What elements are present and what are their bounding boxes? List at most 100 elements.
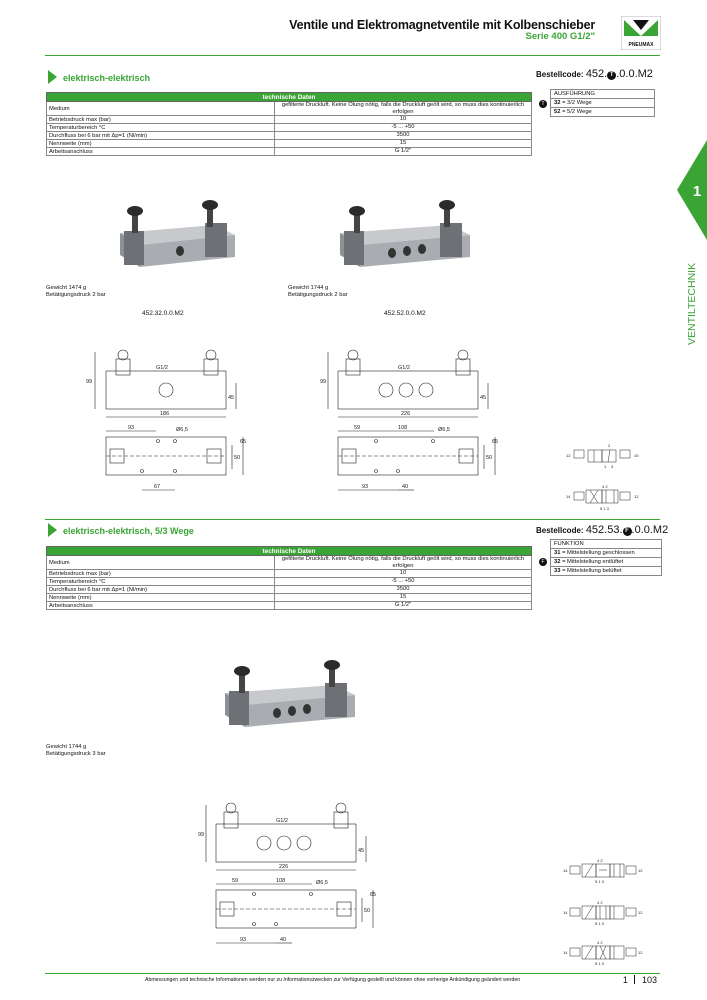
svg-text:5 1 3: 5 1 3 [595, 879, 605, 884]
svg-text:50: 50 [486, 455, 492, 461]
list-item: 32 = Mittelstellung entlüftet [550, 557, 662, 567]
chapter-tab: 1 [677, 140, 707, 240]
table-row: Temperaturbereich °C-5 ... +50 [46, 123, 532, 133]
symbol-3-2: 12 10 2 1 3 [566, 443, 639, 469]
options-title: AUSFÜHRUNG [550, 89, 655, 99]
svg-text:2: 2 [608, 443, 611, 448]
bestellcode-post: .0.0.M2 [616, 68, 653, 80]
list-item: 52 = 5/2 Wege [550, 107, 655, 117]
svg-text:4 2: 4 2 [597, 940, 603, 945]
svg-text:226: 226 [401, 411, 410, 417]
drawing-52: 99 45 G1/2 226 59 108 Ø6,5 50 65 93 40 [320, 349, 498, 491]
svg-text:65: 65 [370, 892, 376, 898]
svg-text:99: 99 [198, 832, 204, 838]
tech-table-header: technische Daten [46, 546, 532, 556]
options-title: FUNKTION [550, 539, 662, 549]
table-row: Nennweite (mm)15 [46, 593, 532, 603]
svg-text:14: 14 [566, 494, 571, 499]
section2-options: FUNKTION 31 = Mittelstellung geschlossen… [550, 539, 662, 576]
bestellcode-marker: T [607, 71, 617, 80]
header-rule [45, 55, 660, 56]
bestellcode-pre: 452. [585, 68, 608, 80]
chapter-label-text: VENTILTECHNIK [686, 263, 698, 345]
svg-text:67: 67 [154, 484, 160, 490]
svg-text:93: 93 [362, 484, 368, 490]
svg-text:93: 93 [240, 937, 246, 943]
drawing-32: 99 45 G1/2 186 93 Ø6,5 50 65 67 [86, 349, 246, 491]
page-title: Ventile und Elektromagnetventile mit Kol… [289, 18, 595, 32]
valve-image-52 [340, 200, 470, 267]
list-item: 31 = Mittelstellung geschlossen [550, 548, 662, 558]
section1-bestellcode: Bestellcode: 452.T.0.0.M2 [536, 68, 653, 80]
svg-text:14: 14 [563, 950, 568, 955]
section2-marker [48, 523, 57, 537]
table-row: Nennweite (mm)15 [46, 139, 532, 149]
svg-text:5 1 3: 5 1 3 [595, 921, 605, 926]
tech-table-header: technische Daten [46, 92, 532, 102]
options-marker: T [539, 100, 547, 108]
section2-bestellcode: Bestellcode: 452.53.F.0.0.M2 [536, 524, 668, 536]
svg-text:5 1 3: 5 1 3 [600, 506, 610, 511]
svg-text:186: 186 [160, 411, 169, 417]
symbol-5-3-closed: 14 12 4 2 5 1 3 [563, 858, 643, 884]
svg-text:12: 12 [566, 453, 571, 458]
svg-text:Ø6,5: Ø6,5 [176, 427, 188, 433]
svg-text:12: 12 [638, 868, 643, 873]
svg-text:65: 65 [240, 439, 246, 445]
footer-page: 103 [641, 975, 657, 985]
svg-text:99: 99 [86, 379, 92, 385]
section2-rule [45, 519, 660, 520]
svg-text:G1/2: G1/2 [398, 365, 410, 371]
svg-text:226: 226 [279, 864, 288, 870]
bestellcode-post: .0.0.M2 [631, 524, 669, 536]
svg-text:14: 14 [563, 868, 568, 873]
bestellcode-label: Bestellcode: [536, 70, 584, 79]
valve-image-32 [120, 200, 235, 267]
svg-text:G1/2: G1/2 [276, 818, 288, 824]
list-item: 33 = Mittelstellung belüftet [550, 566, 662, 576]
svg-text:108: 108 [398, 425, 407, 431]
svg-text:93: 93 [128, 425, 134, 431]
svg-text:50: 50 [234, 455, 240, 461]
svg-text:Ø6,5: Ø6,5 [438, 427, 450, 433]
svg-text:4 2: 4 2 [597, 900, 603, 905]
section1-options: AUSFÜHRUNG 32 = 3/2 Wege 52 = 5/2 Wege [550, 89, 655, 117]
options-marker: F [539, 558, 547, 566]
svg-text:5 1 3: 5 1 3 [595, 961, 605, 966]
svg-text:59: 59 [232, 878, 238, 884]
bestellcode-marker: F [622, 527, 632, 536]
page-number: 1 103 [623, 975, 657, 985]
table-row: Temperaturbereich °C-5 ... +50 [46, 577, 532, 587]
chapter-label: VENTILTECHNIK [686, 263, 698, 345]
section2-title: elektrisch-elektrisch, 5/3 Wege [63, 526, 194, 536]
section1-marker [48, 70, 57, 84]
svg-text:Ø6,5: Ø6,5 [316, 880, 328, 886]
svg-text:12: 12 [634, 494, 639, 499]
footer-chapter: 1 [622, 975, 628, 985]
svg-text:59: 59 [354, 425, 360, 431]
table-row: Durchfluss bei 6 bar mit Δp=1 (Nl/min)35… [46, 131, 532, 141]
svg-text:4 2: 4 2 [597, 858, 603, 863]
logo-text: PNEUMAX [628, 42, 654, 48]
svg-text:50: 50 [364, 908, 370, 914]
drawing-53: 99 45 G1/2 226 59 108 Ø6,5 50 65 93 40 [198, 802, 376, 944]
bestellcode-label: Bestellcode: [536, 526, 584, 535]
svg-text:10: 10 [634, 453, 639, 458]
bestellcode-pre: 452.53. [585, 524, 623, 536]
svg-text:45: 45 [228, 395, 234, 401]
product-52-code: 452.52.0.0.M2 [384, 310, 426, 317]
section1-title: elektrisch-elektrisch [63, 73, 151, 83]
svg-text:45: 45 [358, 848, 364, 854]
svg-text:4 2: 4 2 [602, 484, 608, 489]
svg-text:12: 12 [638, 910, 643, 915]
svg-text:1: 1 [604, 464, 607, 469]
table-row: Durchfluss bei 6 bar mit Δp=1 (Nl/min)35… [46, 585, 532, 595]
product-32-code: 452.32.0.0.M2 [142, 310, 184, 317]
pneumax-logo: PNEUMAX [621, 16, 661, 50]
